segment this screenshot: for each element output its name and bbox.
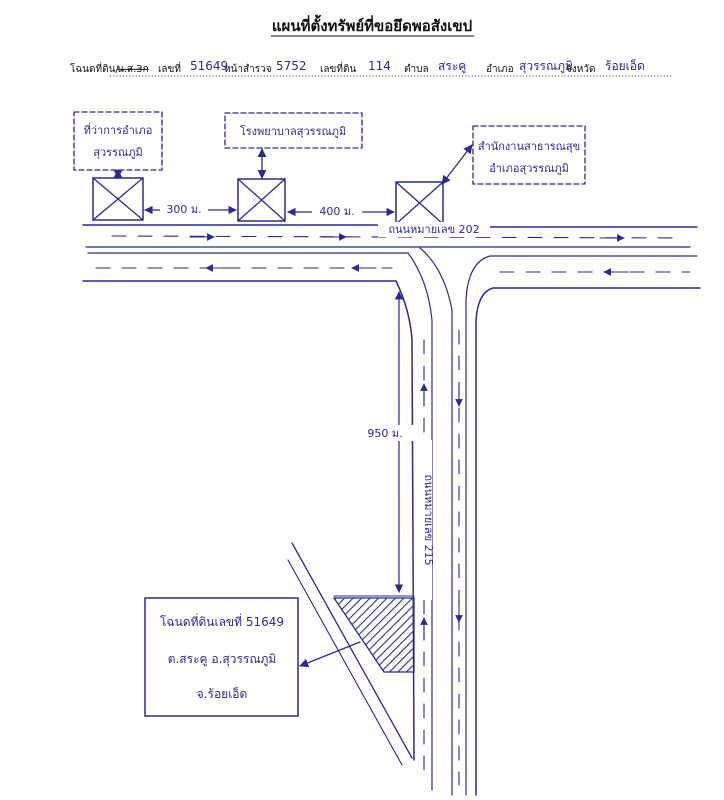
deed-header: โฉนดที่ดิน/ น.ส.3ก เลขที่ 51649 หน้าสำรว… (70, 58, 672, 77)
diagonal-lane (287, 542, 415, 766)
distance-1: 300 ม. (166, 203, 201, 216)
subdistrict-value: สระคู (438, 59, 466, 74)
pointer-health-office (441, 144, 473, 185)
landmark-1-line2: สุวรรณภูมิ (93, 146, 142, 159)
landmark-1-line1: ที่ว่าการอำเภอ (84, 122, 153, 137)
survey-page-label: หน้าสำรวจ (224, 63, 272, 75)
side-road-arrows (420, 383, 463, 641)
main-road-label: ถนนหมายเลข 202 (388, 223, 479, 236)
landmark-box-district-office (73, 111, 163, 171)
no-label: เลขที่ (158, 61, 181, 75)
distance-3: 950 ม. (367, 427, 402, 440)
building-district-office (92, 177, 144, 221)
land-no-label: เลขที่ดิน (320, 61, 356, 75)
deed-struck: น.ส.3ก (117, 64, 149, 75)
building-hospital (237, 178, 286, 222)
deed-prefix: โฉนดที่ดิน/ (70, 61, 119, 75)
page-title: แผนที่ตั้งทรัพย์ที่ขอยึดพอสังเขป (272, 14, 472, 35)
district-label: อำเภอ (486, 64, 514, 75)
parcel-line-1: โฉนดที่ดินเลขที่ 51649 (160, 613, 284, 629)
province-value: ร้อยเอ็ด (605, 58, 645, 73)
no-value: 51649 (190, 59, 228, 73)
subdistrict-label: ตำบล (404, 64, 429, 75)
landmark-box-health-office (472, 125, 586, 185)
parcel-line-2: ต.สระคู อ.สุวรรณภูมิ (168, 652, 277, 667)
province-label: จังหวัด (566, 64, 595, 75)
landmark-box-hospital (224, 112, 363, 149)
district-value: สุวรรณภูมิ (519, 59, 573, 74)
parcel-hatched-area (332, 597, 415, 673)
distance-2: 400 ม. (319, 205, 354, 218)
main-road (82, 224, 701, 289)
side-road-label: ถนนหมายเลข 215 (422, 474, 435, 565)
survey-page-value: 5752 (276, 59, 307, 73)
land-no-value: 114 (368, 59, 391, 73)
side-road (395, 247, 494, 796)
landmark-3-line2: อำเภอสุวรรณภูมิ (489, 162, 569, 175)
parcel-line-3: จ.ร้อยเอ็ด (197, 686, 248, 701)
parcel-label-box (144, 597, 299, 717)
main-road-arrows (189, 233, 629, 276)
landmark-2-line1: โรงพยาบาลสุวรรณภูมิ (240, 124, 346, 138)
parcel-pointer (299, 641, 361, 668)
landmark-3-line1: สำนักงานสาธารณสุข (478, 140, 580, 153)
building-health-office (395, 181, 444, 225)
